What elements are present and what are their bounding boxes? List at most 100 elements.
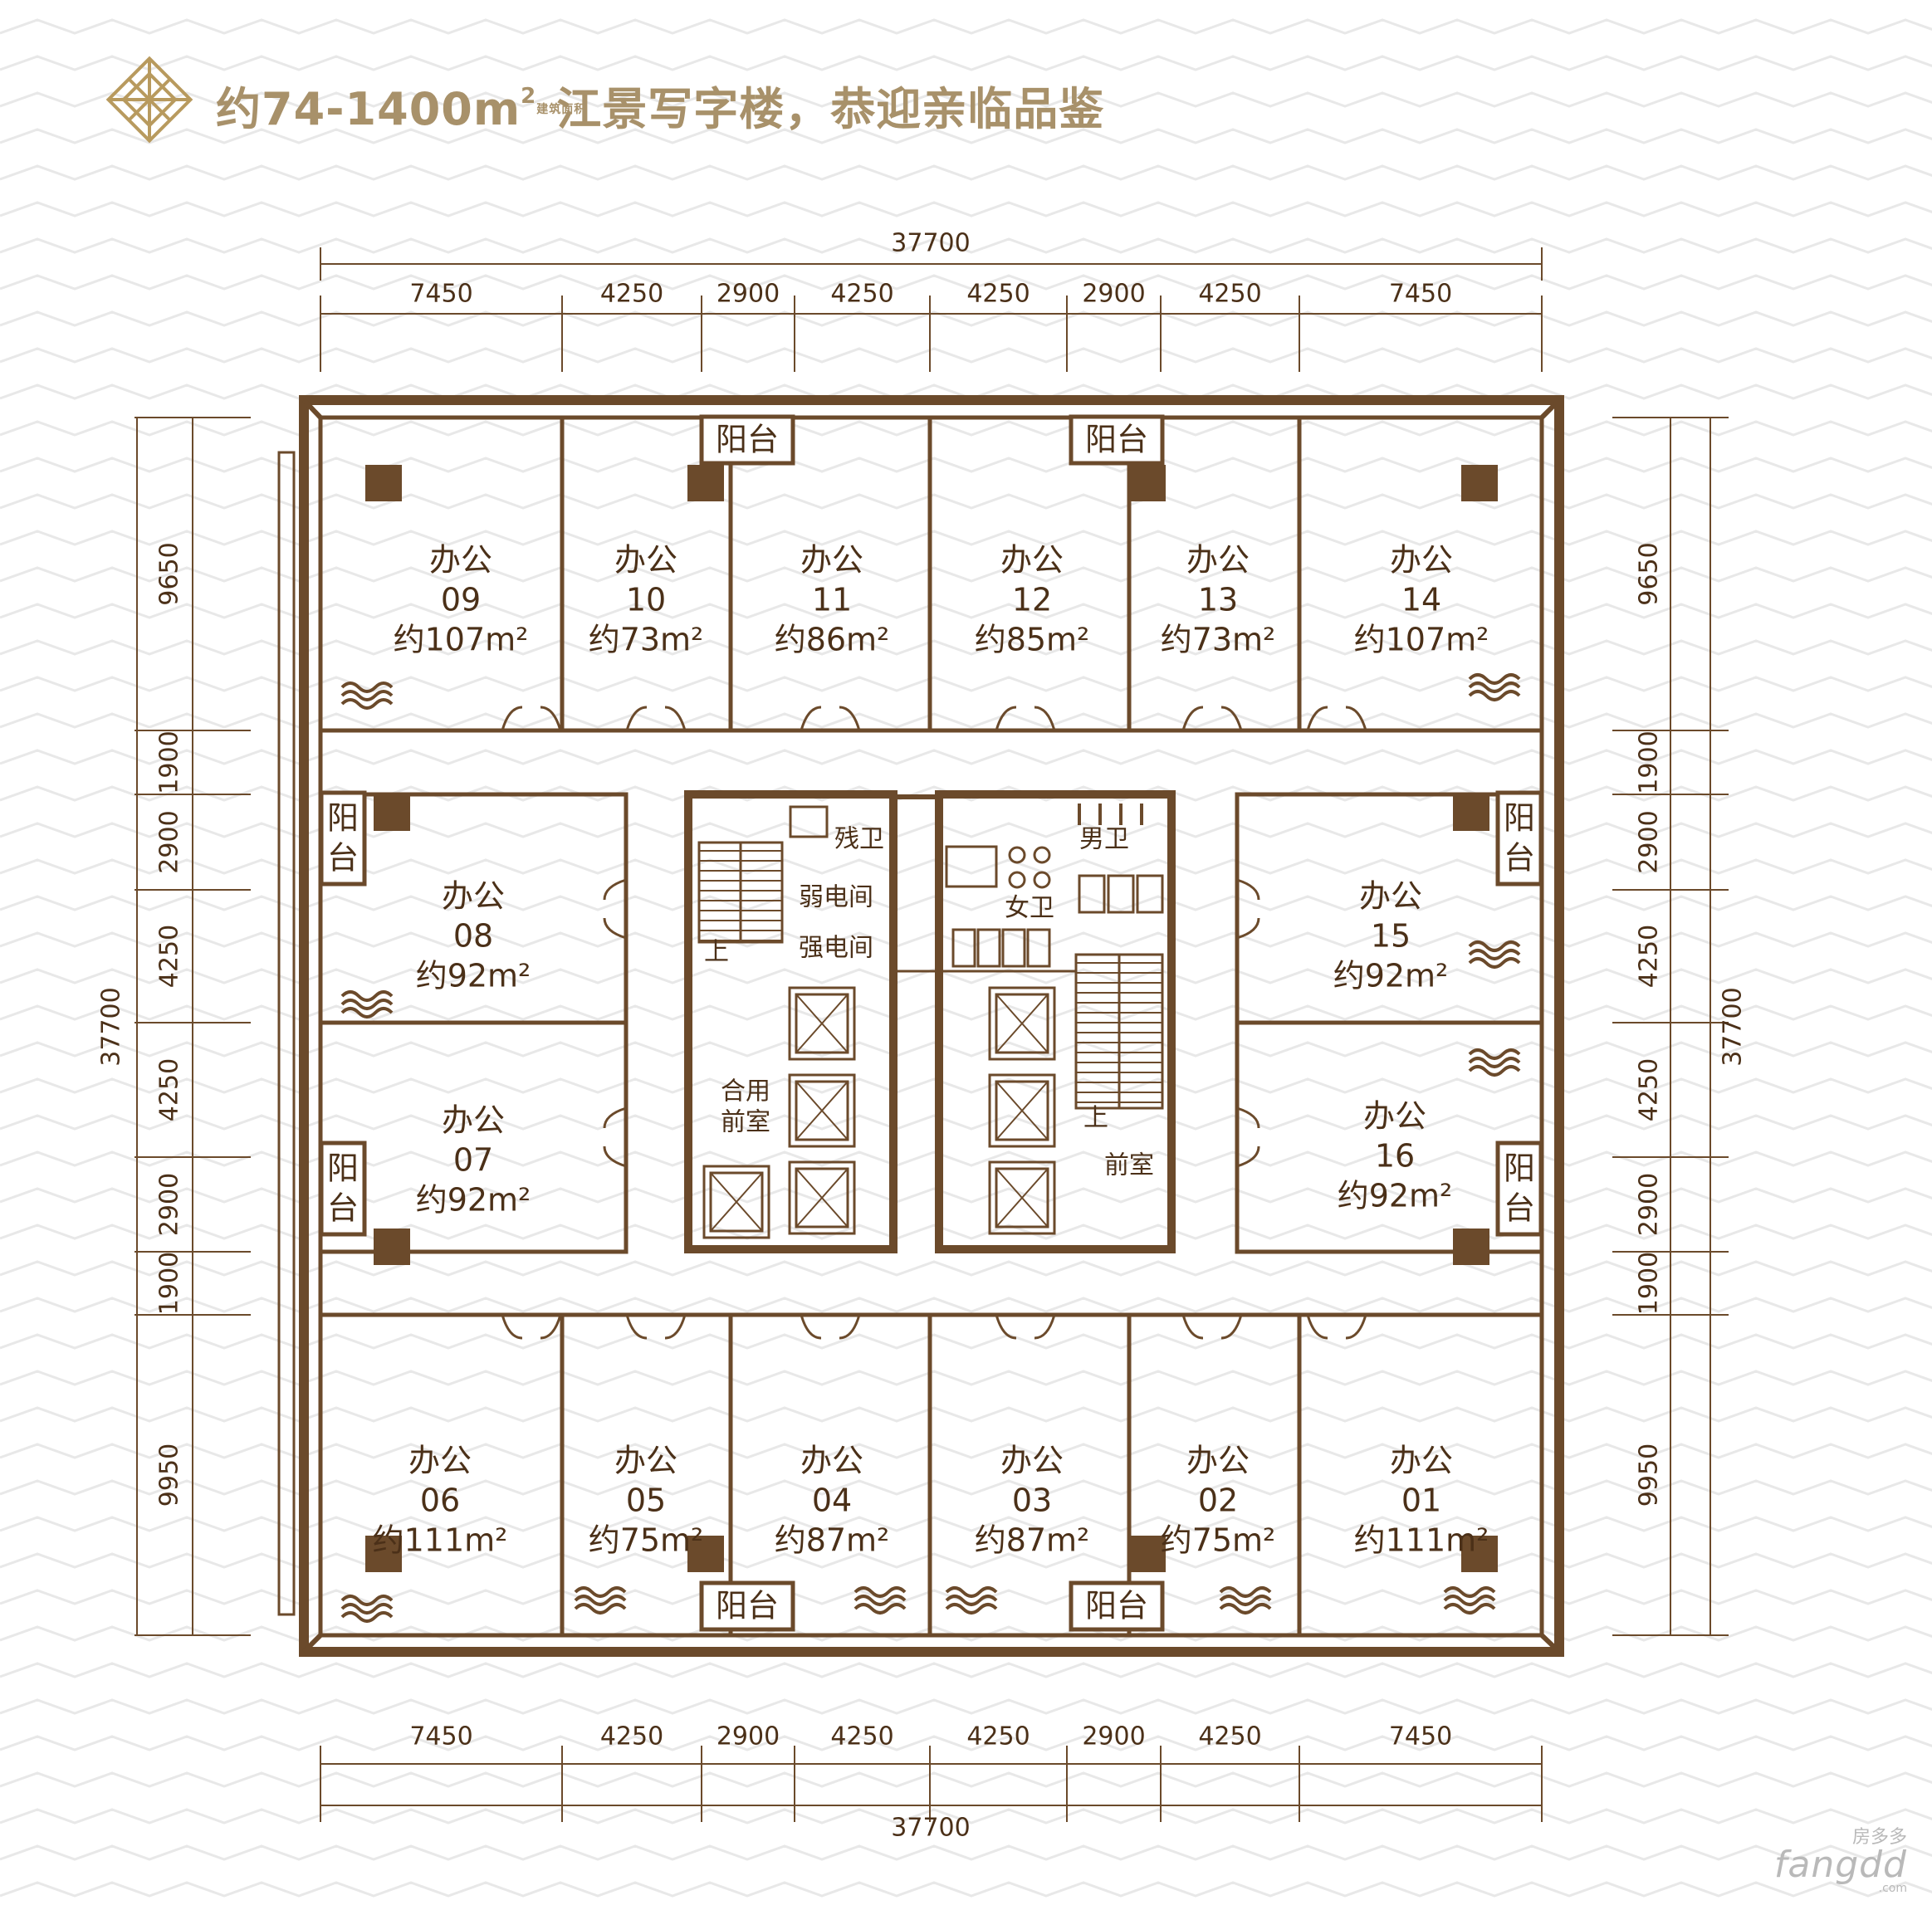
window-wave-icon (340, 698, 394, 710)
window-wave-icon (1468, 673, 1521, 685)
top-dim-label: 7450 (409, 280, 472, 309)
zigzag-line (0, 18, 1932, 35)
zigzag-line (0, 1260, 1932, 1277)
zigzag-line (0, 493, 1932, 510)
column (1129, 465, 1166, 501)
window-wave-icon (1468, 1065, 1521, 1077)
column (687, 1536, 724, 1572)
zigzag-line (0, 1516, 1932, 1532)
diamond-knot-icon (105, 56, 193, 144)
office-12-area: 约85m² (975, 622, 1090, 658)
column (374, 1229, 410, 1265)
window-wave-icon (854, 1586, 907, 1598)
door-swing (1236, 1106, 1260, 1168)
balcony (699, 414, 795, 466)
zigzag-line (0, 457, 1932, 473)
zigzag-line (0, 164, 1932, 181)
window-wave-icon (340, 1603, 394, 1614)
window-wave-icon (1443, 1586, 1496, 1598)
column (1129, 1536, 1166, 1572)
column (687, 465, 724, 501)
watermark-brand: fangdd (1773, 1844, 1907, 1886)
balcony-label: 阳台 (716, 1588, 779, 1624)
office-07-area: 约92m² (416, 1182, 531, 1219)
office-06-label: 办公 (408, 1443, 472, 1479)
top-dim-label: 7450 (1389, 280, 1452, 309)
window-wave-icon (574, 1603, 627, 1614)
window-wave-icon (340, 681, 394, 693)
zigzag-line (0, 1844, 1932, 1861)
elevator-car (995, 1080, 1049, 1141)
window-wave-icon (340, 1611, 394, 1623)
corner-brace (301, 1633, 323, 1654)
office-10-number: 10 (626, 582, 666, 618)
office-10-label: 办公 (614, 542, 677, 579)
window-wave-icon (340, 690, 394, 701)
office-04-number: 04 (812, 1483, 852, 1519)
balcony-label: 阳台 (1085, 1588, 1148, 1624)
zigzag-line (0, 968, 1932, 984)
column (365, 465, 402, 501)
office-07-box (318, 1020, 629, 1254)
window-wave-icon (945, 1586, 998, 1598)
toilet-stall (951, 928, 976, 968)
balcony (1069, 414, 1165, 466)
office-08-label: 办公 (442, 878, 505, 915)
core-left (684, 790, 898, 1253)
stair-up-label: 上 (704, 938, 729, 967)
office-06-area: 约111m² (373, 1522, 508, 1559)
sink (1008, 871, 1026, 889)
office-03-number: 03 (1012, 1483, 1052, 1519)
bottom-dim-label: 7450 (409, 1722, 472, 1751)
title-superscript: 2 (521, 84, 537, 109)
watermark: 房多多 fangdd .com (1774, 1822, 1907, 1895)
left-dim-label: 2900 (155, 1173, 184, 1236)
page-title: 约74-1400m2建筑面积江景写字楼，恭迎亲临品鉴 (216, 72, 1104, 138)
balcony (699, 1580, 795, 1632)
office-16-box (1235, 1020, 1544, 1254)
zigzag-line (0, 1041, 1932, 1058)
office-06-number: 06 (420, 1483, 460, 1519)
door-swing (1306, 1314, 1367, 1340)
office-11-area: 约86m² (775, 622, 890, 658)
shared-lobby-label: 合用 (721, 1077, 770, 1106)
zigzag-line (0, 712, 1932, 729)
window-wave-icon (574, 1595, 627, 1606)
office-15-label: 办公 (1359, 878, 1422, 915)
window-wave-icon (854, 1603, 907, 1614)
top-total-dim: 37700 (891, 229, 970, 258)
left-total-dim: 37700 (97, 987, 126, 1066)
elevator-cross (995, 1168, 1049, 1228)
left-dim-label: 9650 (155, 542, 184, 605)
right-dim-label: 4250 (1635, 925, 1664, 988)
window-wave-icon (1468, 940, 1521, 952)
elevator (788, 986, 856, 1061)
office-14-label: 办公 (1390, 542, 1453, 579)
bottom-dim-label: 7450 (1389, 1722, 1452, 1751)
office-13-area: 约73m² (1161, 622, 1276, 658)
zigzag-line (0, 1771, 1932, 1788)
window-wave-icon (1468, 690, 1521, 701)
zigzag-line (0, 1552, 1932, 1569)
window-wave-icon (340, 1595, 394, 1606)
office-16-number: 16 (1375, 1138, 1415, 1175)
window-wave-icon (340, 999, 394, 1010)
window-wave-icon (1468, 1057, 1521, 1068)
office-02-number: 02 (1198, 1483, 1238, 1519)
zigzag-line (0, 676, 1932, 692)
elevator-car (995, 1167, 1049, 1229)
door-swing (603, 1106, 627, 1168)
office-02-area: 约75m² (1161, 1522, 1276, 1559)
elevator (988, 986, 1056, 1061)
toilet-stall (1001, 928, 1026, 968)
bottom-dim-label: 4250 (830, 1722, 893, 1751)
door-swing (800, 1314, 861, 1340)
zigzag-line (0, 895, 1932, 911)
lobby-label: 前室 (1104, 1151, 1154, 1180)
zigzag-line (0, 274, 1932, 291)
window-wave-icon (1468, 949, 1521, 960)
column (1453, 1229, 1489, 1265)
weak-current-room-label: 弱电间 (799, 883, 873, 912)
office-05-number: 05 (626, 1483, 666, 1519)
elevator-car (795, 1080, 849, 1141)
